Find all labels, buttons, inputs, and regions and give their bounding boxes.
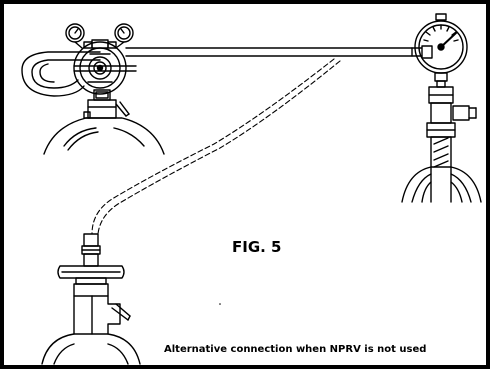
- manifold-pipe-icon: [125, 45, 433, 59]
- pressure-regulator-icon: [21, 23, 137, 99]
- valve-handwheel-icon: [57, 233, 125, 279]
- pressure-gauge-icon: [414, 13, 468, 88]
- top-cylinder-icon: [43, 117, 165, 155]
- cylinder-valve-icon: [83, 89, 130, 119]
- figure-label: FIG. 5: [232, 238, 282, 256]
- test-fitting-icon: [426, 86, 477, 168]
- figure-caption: Alternative connection when NPRV is not …: [164, 344, 427, 355]
- gas-cylinder-icon: [41, 277, 141, 365]
- right-cylinder-icon: [401, 166, 482, 203]
- technical-drawing: [21, 13, 482, 365]
- flexible-hose-icon: [91, 58, 341, 235]
